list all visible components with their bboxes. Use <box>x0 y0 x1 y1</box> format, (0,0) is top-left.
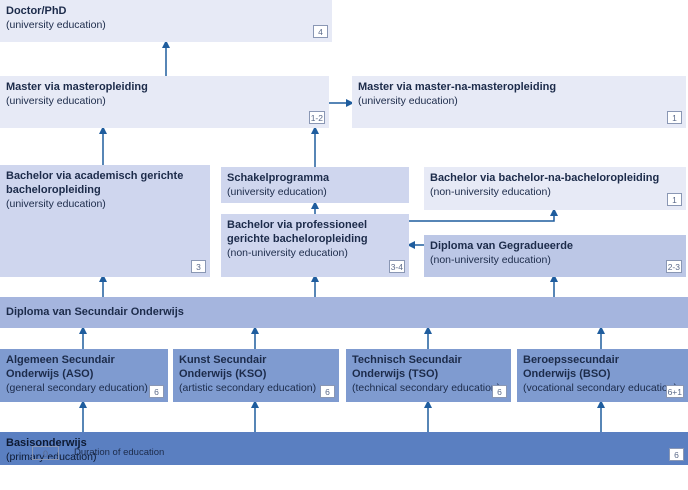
master-box: Master via masteropleiding (university e… <box>0 76 329 128</box>
arrow-professional-to-bachelor-na-bachelor <box>409 208 558 222</box>
bachelor-professional-title: Bachelor via professioneel gerichte bach… <box>227 219 368 245</box>
master-na-master-title: Master via master-na-masteropleiding <box>358 81 557 93</box>
basisonderwijs-box: Basisonderwijs (primary education) 6 <box>0 432 688 465</box>
aso-title: Algemeen Secundair Onderwijs (ASO) <box>6 354 115 380</box>
legend-label: Duration of education <box>74 447 165 458</box>
master-na-master-sub: (university education) <box>358 95 458 107</box>
doctor-duration: 4 <box>313 25 328 38</box>
master-na-master-duration: 1 <box>667 111 682 124</box>
tso-box: Technisch Secundair Onderwijs (TSO) (tec… <box>346 349 511 402</box>
bso-title: Beroepssecundair Onderwijs (BSO) <box>523 354 619 380</box>
master-sub: (university education) <box>6 95 106 107</box>
bachelor-academic-box: Bachelor via academisch gerichte bachelo… <box>0 165 210 277</box>
bso-duration: 6+1 <box>665 385 684 398</box>
doctor-title: Doctor/PhD <box>6 5 67 17</box>
secundair-diploma-box: Diploma van Secundair Onderwijs <box>0 297 688 328</box>
bachelor-na-bachelor-title: Bachelor via bachelor-na-bacheloropleidi… <box>430 172 660 184</box>
bachelor-professional-duration: 3-4 <box>388 260 405 273</box>
bachelor-academic-title: Bachelor via academisch gerichte bachelo… <box>6 170 184 196</box>
aso-sub: (general secondary education) <box>6 382 148 394</box>
basisonderwijs-sub: (primary education) <box>6 451 97 463</box>
bachelor-academic-duration: 3 <box>191 260 206 273</box>
kso-box: Kunst Secundair Onderwijs (KSO) (artisti… <box>173 349 339 402</box>
tso-duration: 6 <box>492 385 507 398</box>
bachelor-na-bachelor-sub: (non-university education) <box>430 186 551 198</box>
gegradueerde-title: Diploma van Gegradueerde <box>430 240 574 252</box>
aso-box: Algemeen Secundair Onderwijs (ASO) (gene… <box>0 349 168 402</box>
basisonderwijs-duration: 6 <box>669 448 684 461</box>
bso-sub: (vocational secondary education) <box>523 382 678 394</box>
bachelor-na-bachelor-box: Bachelor via bachelor-na-bacheloropleidi… <box>424 167 686 210</box>
bachelor-na-bachelor-duration: 1 <box>667 193 682 206</box>
kso-title: Kunst Secundair Onderwijs (KSO) <box>179 354 267 380</box>
basisonderwijs-title: Basisonderwijs <box>6 437 87 449</box>
secundair-diploma-title: Diploma van Secundair Onderwijs <box>6 306 184 318</box>
kso-sub: (artistic secondary education) <box>179 382 317 394</box>
gegradueerde-duration: 2-3 <box>665 260 682 273</box>
schakelprogramma-sub: (university education) <box>227 186 327 198</box>
bachelor-professional-sub: (non-university education) <box>227 247 348 259</box>
master-title: Master via masteropleiding <box>6 81 148 93</box>
master-duration: 1-2 <box>308 111 325 124</box>
schakelprogramma-title: Schakelprogramma <box>227 172 330 184</box>
kso-duration: 6 <box>320 385 335 398</box>
legend-sample-badge: 0 <box>32 446 59 460</box>
master-na-master-box: Master via master-na-masteropleiding (un… <box>352 76 686 128</box>
bso-box: Beroepssecundair Onderwijs (BSO) (vocati… <box>517 349 688 402</box>
schakelprogramma-box: Schakelprogramma (university education) <box>221 167 409 203</box>
gegradueerde-box: Diploma van Gegradueerde (non-university… <box>424 235 686 277</box>
gegradueerde-sub: (non-university education) <box>430 254 551 266</box>
doctor-sub: (university education) <box>6 19 106 31</box>
doctor-box: Doctor/PhD (university education) 4 <box>0 0 332 42</box>
tso-sub: (technical secondary education) <box>352 382 501 394</box>
tso-title: Technisch Secundair Onderwijs (TSO) <box>352 354 462 380</box>
aso-duration: 6 <box>149 385 164 398</box>
bachelor-professional-box: Bachelor via professioneel gerichte bach… <box>221 214 409 277</box>
bachelor-academic-sub: (university education) <box>6 198 106 210</box>
